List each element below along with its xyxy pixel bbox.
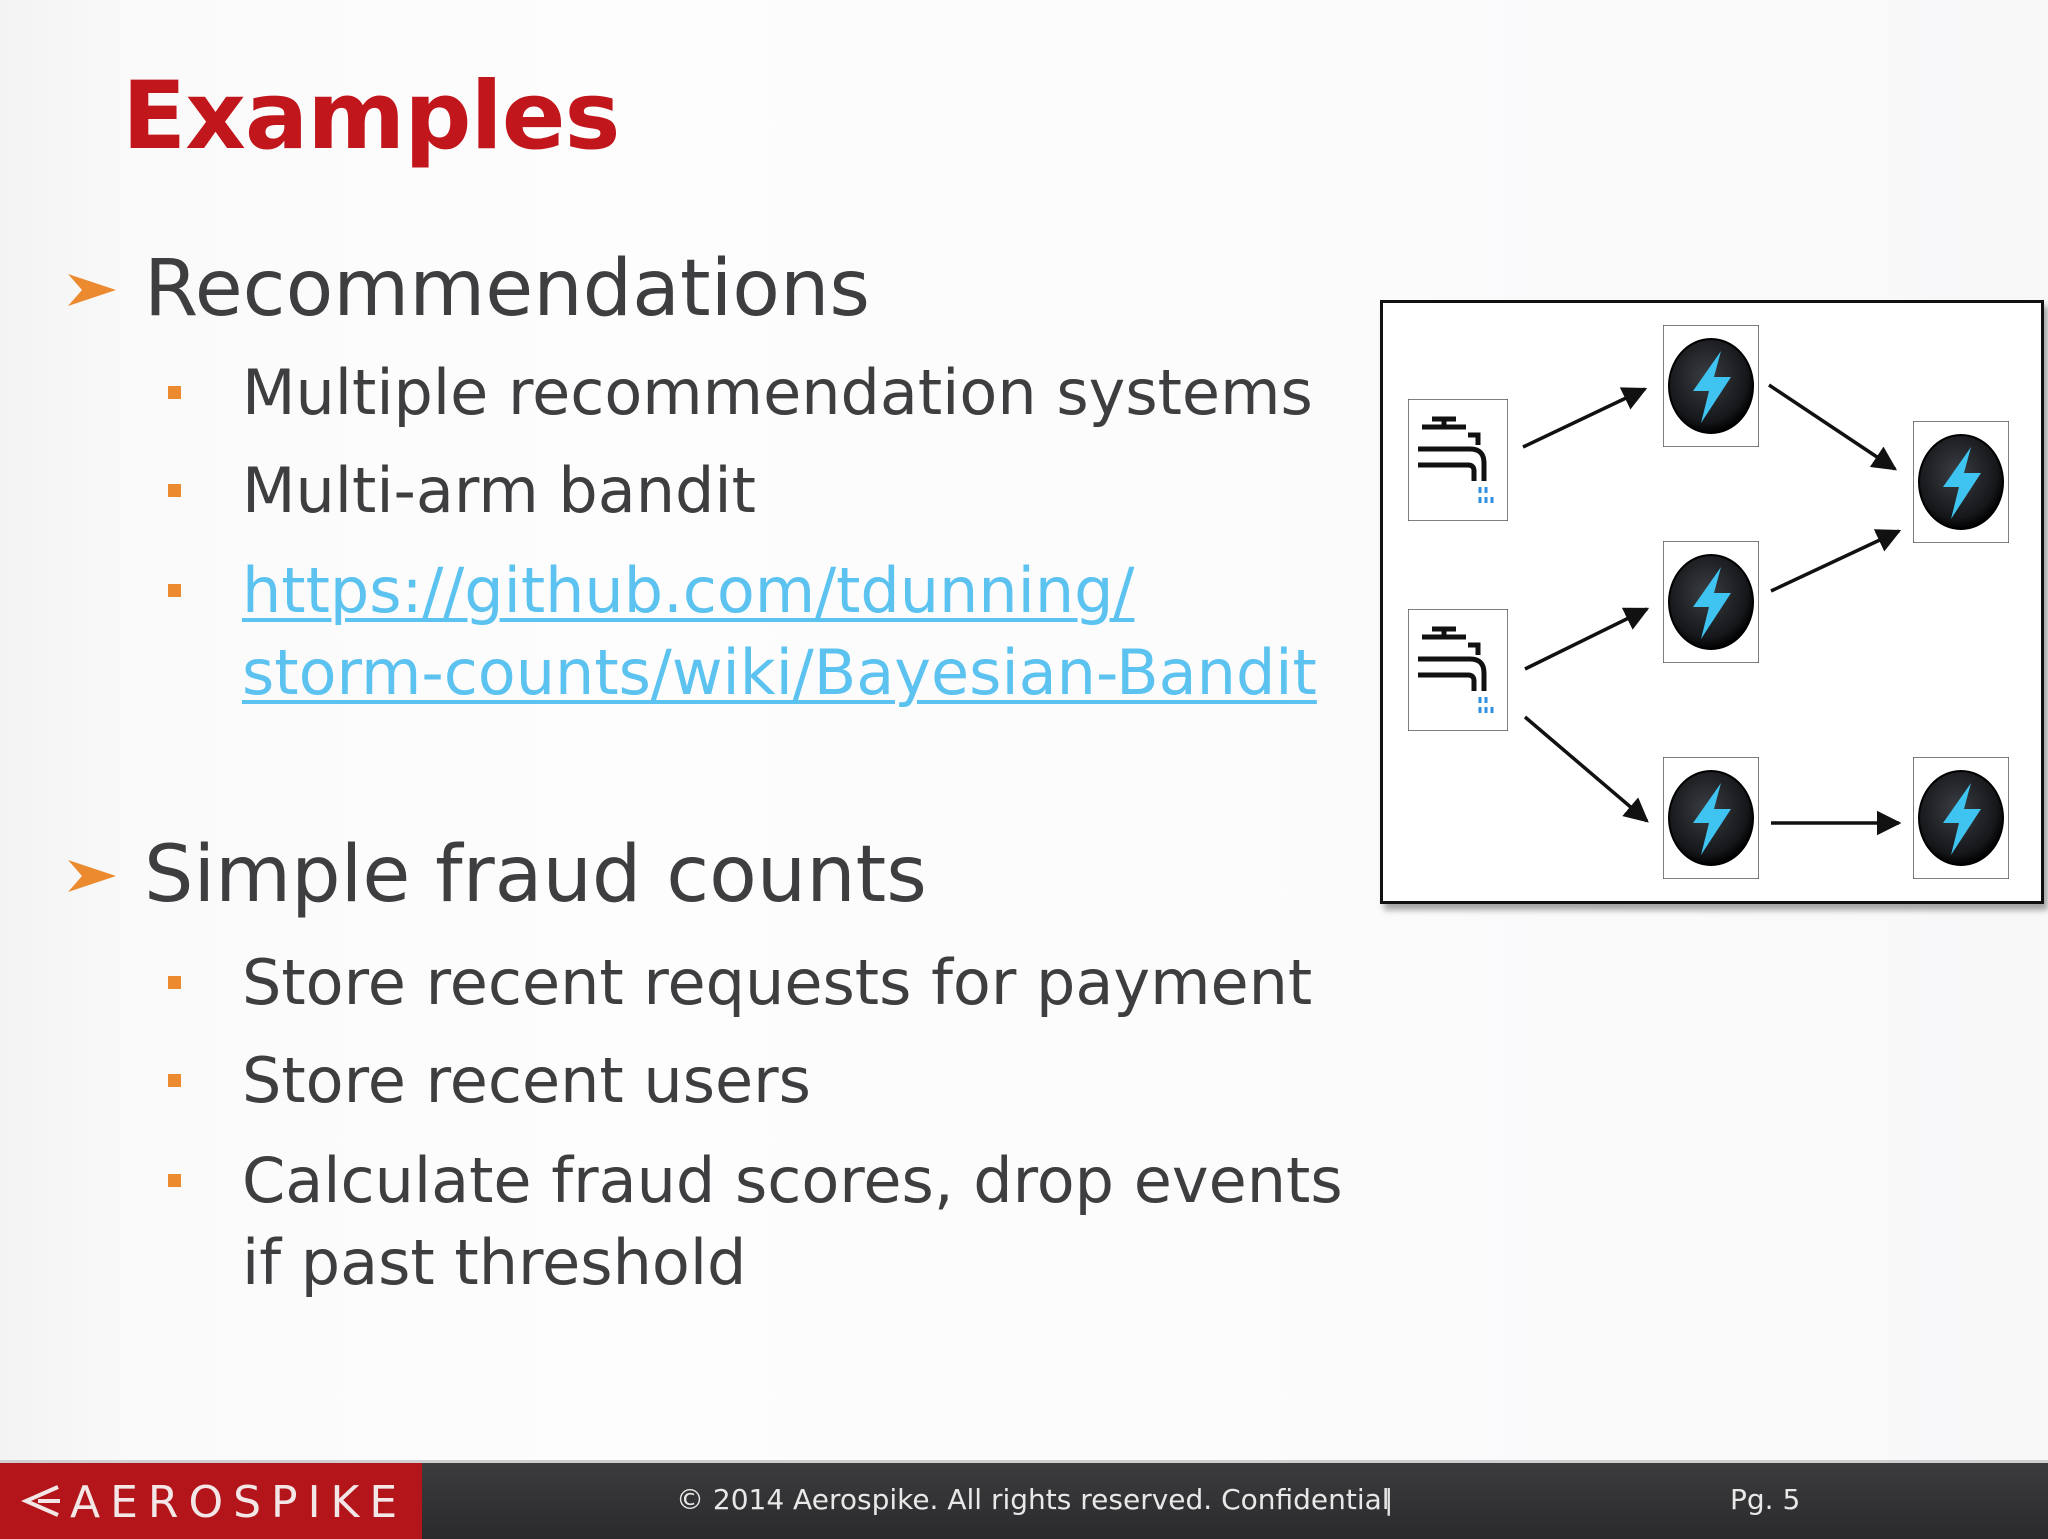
bandit-link[interactable]: https://github.com/tdunning/ storm-count… [242, 550, 1317, 714]
logo-wordmark: AEROSPIKE [70, 1477, 408, 1528]
lightning-bolt-icon [1663, 541, 1759, 663]
copyright-text: © 2014 Aerospike. All rights reserved. C… [676, 1483, 1390, 1516]
list-item-text: Calculate fraud scores, drop events if p… [242, 1140, 1343, 1304]
lightning-bolt-icon [1913, 421, 2009, 543]
faucet-icon [1408, 399, 1508, 521]
lightning-bolt-icon [1913, 757, 2009, 879]
list-item-text: Store recent requests for payment [242, 946, 1313, 1019]
aerospike-logo: AEROSPIKE [0, 1463, 422, 1539]
orange-arrow-bullet-icon [68, 274, 116, 306]
lightning-bolt-icon [1663, 325, 1759, 447]
square-bullet-icon [168, 484, 181, 497]
list-item-line-2: if past threshold [242, 1226, 747, 1299]
list-item-line-1: Calculate fraud scores, drop events [242, 1144, 1343, 1217]
list-item-text: Multiple recommendation systems [242, 356, 1313, 429]
topology-arrows [1522, 383, 1902, 836]
bandit-link-line-2[interactable]: storm-counts/wiki/Bayesian-Bandit [242, 636, 1317, 709]
storm-topology-diagram [1380, 300, 2044, 904]
slide-title: Examples [122, 62, 620, 171]
square-bullet-icon [168, 976, 181, 989]
page-number: Pg. 5 [1730, 1483, 1801, 1516]
footer-bar: AEROSPIKE © 2014 Aerospike. All rights r… [0, 1460, 2048, 1539]
square-bullet-icon [168, 1174, 181, 1187]
lightning-bolt-icon [1663, 757, 1759, 879]
square-bullet-icon [168, 386, 181, 399]
section-heading-text: Simple fraud counts [144, 830, 927, 920]
section-heading-text: Recommendations [144, 244, 871, 334]
footer-separator: | [1384, 1483, 1394, 1516]
aerospike-mark-icon [21, 1485, 60, 1517]
bandit-link-line-1[interactable]: https://github.com/tdunning/ [242, 554, 1135, 627]
topology-svg [1383, 325, 2009, 879]
list-item-text: Store recent users [242, 1044, 811, 1117]
faucet-icon [1408, 609, 1508, 731]
orange-arrow-bullet-icon [68, 860, 116, 892]
square-bullet-icon [168, 1074, 181, 1087]
list-item-text: Multi-arm bandit [242, 454, 756, 527]
square-bullet-icon [168, 584, 181, 597]
